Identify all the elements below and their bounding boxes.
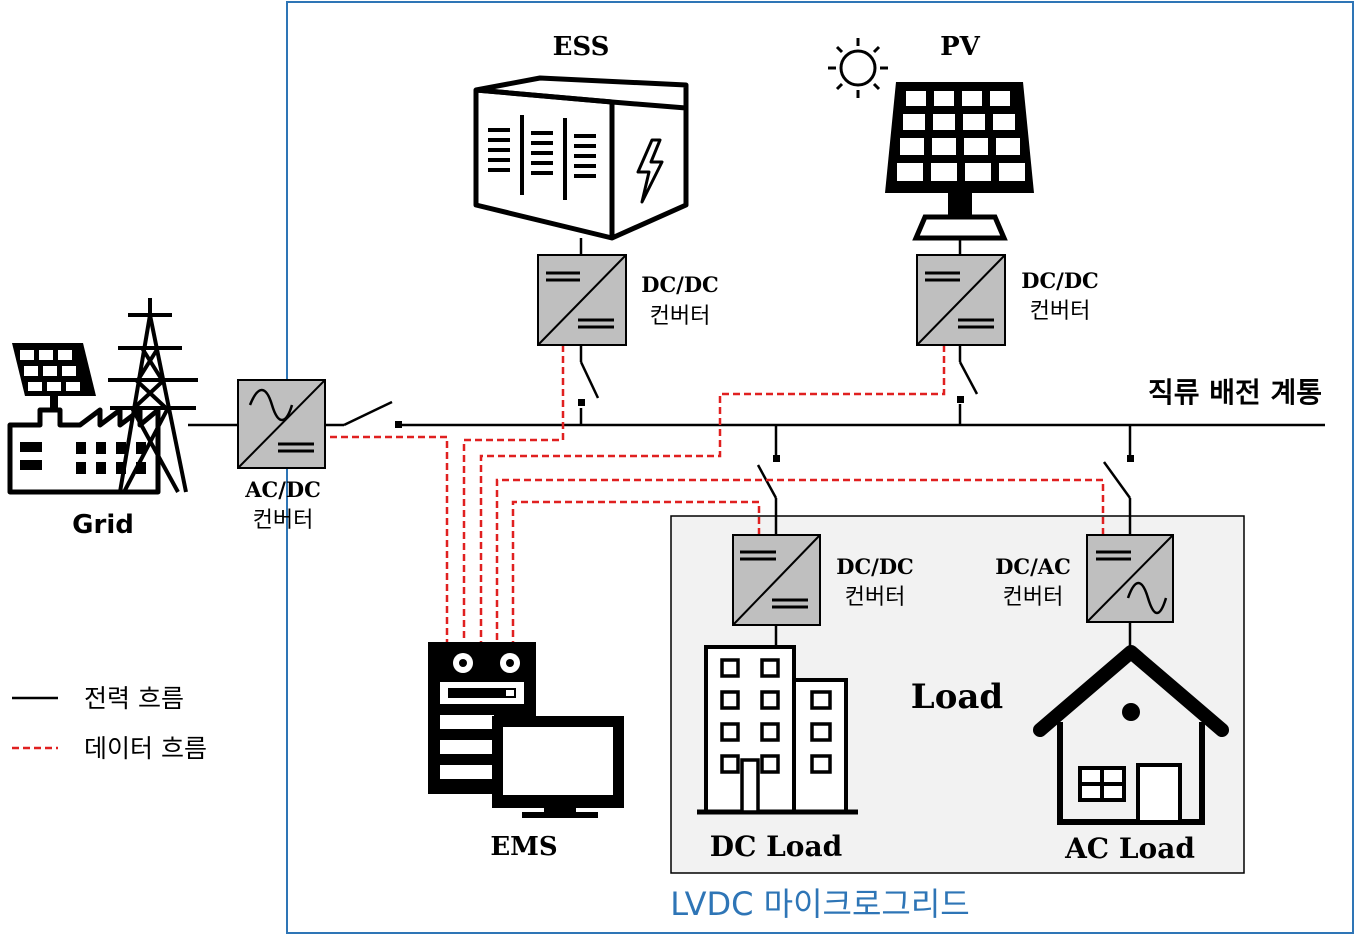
- legend-data-label: 데이터 흐름: [84, 734, 207, 763]
- load-label: Load: [911, 677, 1003, 717]
- lightning-icon: [636, 138, 664, 204]
- ems-label: EMS: [490, 832, 557, 862]
- ess-container-icon: [473, 75, 689, 241]
- pv-converter-name: 컨버터: [1030, 299, 1091, 324]
- pv-converter-type: DC/DC: [1021, 268, 1099, 293]
- dc-load-converter-type: DC/DC: [836, 554, 914, 579]
- building-icon: [697, 645, 858, 815]
- ac-load-converter-name: 컨버터: [1003, 585, 1064, 610]
- pv-label: PV: [940, 32, 981, 62]
- ess-converter-name: 컨버터: [650, 304, 711, 329]
- ess-label: ESS: [553, 32, 610, 62]
- ess-converter: [537, 254, 627, 346]
- microgrid-label: LVDC 마이크로그리드: [670, 885, 969, 923]
- dc-load-converter: [732, 534, 821, 626]
- pv-converter: [916, 254, 1006, 346]
- house-icon: [1033, 645, 1229, 825]
- switch-contacts: [395, 396, 1134, 462]
- grid-converter: [237, 379, 326, 469]
- ems-computer-icon: [428, 642, 624, 818]
- dc-bus-label: 직류 배전 계통: [1148, 376, 1322, 409]
- ac-load-converter-type: DC/AC: [995, 554, 1071, 579]
- grid-icon: [7, 298, 198, 495]
- ac-load-converter: [1086, 534, 1174, 623]
- sun-icon: [828, 38, 888, 98]
- ess-converter-type: DC/DC: [641, 272, 719, 297]
- power-lines: [188, 238, 1325, 648]
- grid-label: Grid: [72, 510, 134, 540]
- grid-converter-type: AC/DC: [244, 477, 321, 502]
- legend-power-label: 전력 흐름: [84, 684, 184, 713]
- legend: 전력 흐름 데이터 흐름: [12, 684, 207, 763]
- ac-load-label: AC Load: [1064, 832, 1195, 865]
- solar-panel-icon: [885, 82, 1034, 241]
- dc-load-converter-name: 컨버터: [845, 585, 906, 610]
- dc-load-label: DC Load: [710, 830, 842, 863]
- grid-converter-name: 컨버터: [253, 508, 314, 533]
- data-lines: [330, 345, 1105, 642]
